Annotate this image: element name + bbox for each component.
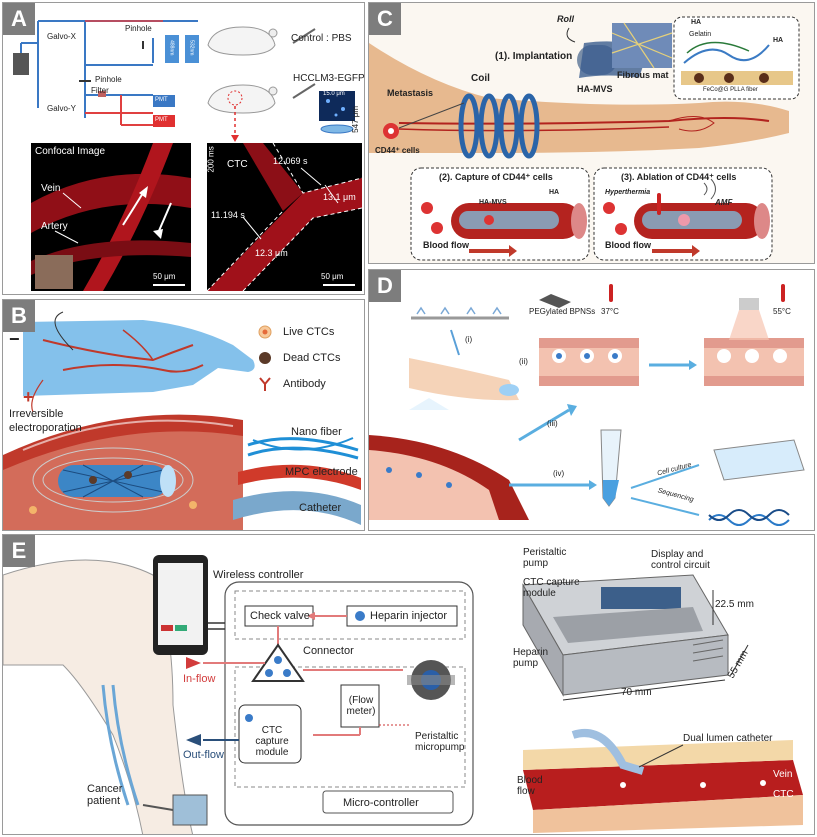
laser-532-label: 532nm (188, 40, 195, 56)
irreversible-label: Irreversible (9, 408, 64, 420)
gelatin-label: Gelatin (689, 31, 712, 38)
pmt2-label: PMT (155, 117, 168, 123)
catheter-label: Catheter (299, 502, 342, 514)
artery-label: Artery (41, 221, 68, 232)
dim-height-label: 22.5 mm (715, 599, 754, 610)
panel-e-label: E (3, 535, 35, 567)
ctc-e-label: CTC (773, 789, 794, 800)
panel-a-graphics (13, 20, 363, 292)
heparin-injector-label: Heparin injector (370, 610, 448, 622)
ablation-label: (3). Ablation of CD44⁺ cells (621, 172, 737, 182)
control-pbs-label: Control : PBS (291, 33, 352, 44)
scale-right-label: 50 μm (321, 272, 344, 281)
time-scale-label: 200 ms (206, 146, 216, 173)
dual-lumen-label: Dual lumen catheter (683, 733, 773, 744)
panel-c-graphics (369, 3, 814, 263)
vein-label: Vein (41, 183, 61, 194)
panel-a: A (2, 2, 365, 295)
minus-sign: − (9, 329, 20, 349)
laser-488-label: 488nm (168, 40, 175, 56)
measure-11194: 11.194 s (211, 210, 245, 220)
electroporation-label: electroporation (9, 422, 82, 434)
implantation-label: (1). Implantation (495, 51, 573, 62)
panel-e: E (2, 534, 815, 835)
dim-width-label: 70 mm (621, 687, 652, 698)
device-heparin-label: Heparin pump (513, 647, 549, 669)
ha-small-label: HA (549, 189, 560, 196)
step-ii-label: (ii) (519, 357, 528, 366)
panel-d: D (368, 269, 815, 531)
device-pump-label: Peristaltic pump (523, 547, 567, 569)
blood-flow-label-2: Blood flow (605, 240, 651, 250)
blood-flow-label-1: Blood flow (423, 240, 469, 250)
roll-label: Roll (557, 14, 574, 24)
filter-label: Filter (91, 86, 109, 95)
ha-mvs-small-label: HA-MVS (479, 199, 507, 206)
legend-dead-ctcs: Dead CTCs (283, 352, 341, 364)
pinhole-mid-label: Pinhole (95, 75, 122, 84)
panel-b: B − + Irreversible electroporation Live (2, 299, 365, 531)
scale-left-label: 50 μm (153, 272, 176, 281)
fibrous-mat-label: Fibrous mat (617, 70, 669, 80)
check-valve-label: Check valve (250, 610, 310, 622)
cancer-patient-label: Cancer patient (87, 783, 123, 808)
ha-mvs-label: HA-MVS (577, 84, 613, 94)
wireless-controller-label: Wireless controller (213, 569, 304, 581)
device-display-label: Display and control circuit (651, 549, 710, 571)
blood-flow-e-label: Blood flow (517, 775, 543, 797)
vein-e-label: Vein (773, 769, 793, 780)
flow-meter-label: (Flow meter) (346, 695, 376, 717)
ha-label-2: HA (773, 37, 784, 44)
cd44-cells-label: CD44⁺ cells (375, 146, 420, 155)
mpc-electrode-label: MPC electrode (285, 466, 358, 478)
temp-55-label: 55°C (773, 307, 791, 316)
legend-live-ctcs: Live CTCs (283, 326, 335, 338)
device-ctc-label: CTC capture module (523, 577, 580, 599)
amf-label: AMF (715, 198, 733, 207)
panel-b-label: B (3, 300, 35, 332)
panel-a-label: A (3, 3, 35, 35)
laser-808-label: 808nm (735, 289, 760, 298)
coil-label: Coil (471, 73, 490, 84)
panel-c-label: C (369, 3, 401, 35)
capture-label: (2). Capture of CD44⁺ cells (439, 172, 553, 182)
panel-b-graphics (3, 311, 361, 530)
nanofiber-label: Nano fiber (291, 426, 342, 438)
ctc-label: CTC (227, 159, 248, 170)
ctc-capture-module-label: CTC capture module (255, 725, 289, 758)
temp-37-label: 37°C (601, 307, 619, 316)
pegylated-label: PEGylated BPNSs (529, 307, 596, 316)
micro-controller-label: Micro-controller (343, 797, 419, 809)
panel-d-graphics (369, 284, 805, 526)
hyperthermia-label: Hyperthermia (605, 189, 651, 196)
length-scale-label: 547 μm (351, 105, 361, 133)
fiber-label: FeCo@G PLLA fiber (703, 87, 758, 93)
pmt1-label: PMT (155, 97, 168, 103)
panel-d-label: D (369, 270, 401, 302)
confocal-title: Confocal Image (35, 146, 106, 157)
step-i-label: (i) (465, 335, 473, 344)
connector-label: Connector (303, 645, 354, 657)
legend-antibody: Antibody (283, 378, 326, 390)
peristaltic-micropump-label: Peristaltic micropump (415, 731, 465, 753)
step-iii-label: (iii) (547, 419, 558, 428)
ha-label-1: HA (691, 19, 702, 26)
galvo-y-label: Galvo-Y (47, 104, 76, 113)
panel-c: C (368, 2, 815, 264)
step-iv-label: (iv) (553, 469, 565, 478)
outflow-label: Out-flow (183, 749, 224, 761)
plus-sign: + (23, 387, 34, 407)
panel-e-graphics (3, 555, 803, 834)
measure-131: 13.1 μm (323, 192, 356, 202)
hccl-label: HCCLM3-EGFP (293, 73, 365, 84)
inset-scale-label: 15.0 μm (323, 91, 345, 97)
measure-12069: 12.069 s (273, 156, 308, 166)
inflow-label: In-flow (183, 673, 216, 685)
pinhole-top-label: Pinhole (125, 24, 152, 33)
measure-123: 12.3 μm (255, 248, 288, 258)
galvo-x-label: Galvo-X (47, 32, 76, 41)
metastasis-label: Metastasis (387, 88, 434, 98)
